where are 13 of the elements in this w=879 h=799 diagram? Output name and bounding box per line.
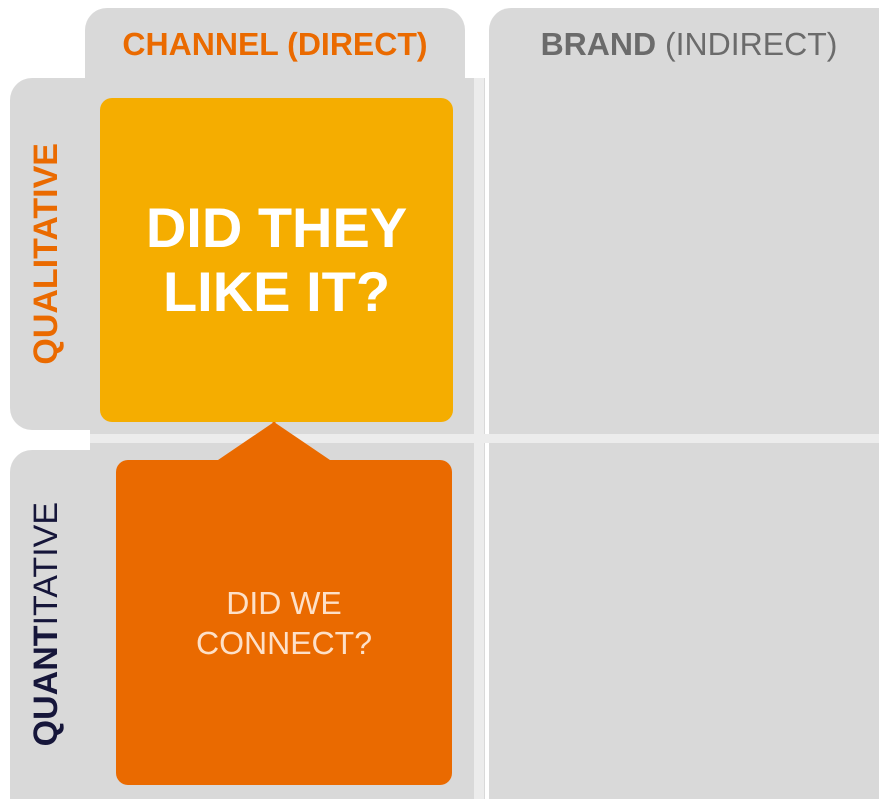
column-panel: [489, 8, 879, 799]
column-header: BRAND (INDIRECT): [540, 26, 838, 63]
row-tab: [10, 78, 90, 430]
pointer-arrow: [218, 422, 330, 460]
row-header: QUANTITATIVE: [26, 502, 66, 747]
question-card: [100, 98, 453, 422]
column-header: CHANNEL (DIRECT): [122, 26, 428, 63]
header-tab: [85, 8, 465, 78]
question-text: DID THEY LIKE IT?: [144, 196, 408, 324]
row-header: QUALITATIVE: [26, 143, 66, 365]
row-tab: [10, 450, 90, 799]
question-card: [116, 460, 452, 785]
question-text: DID WE CONNECT?: [194, 584, 373, 662]
